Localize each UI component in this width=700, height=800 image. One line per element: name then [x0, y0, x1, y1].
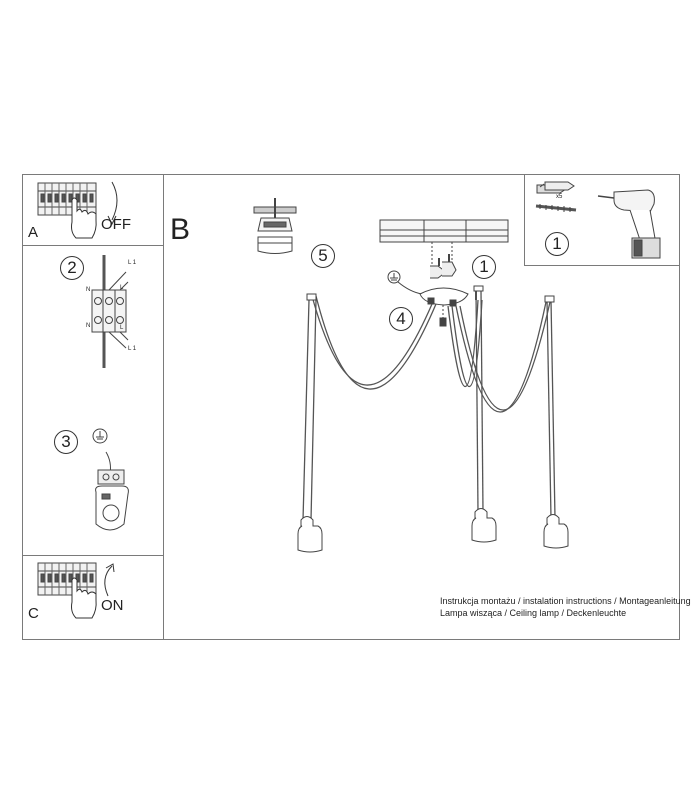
step-1-tools-badge: 1: [545, 232, 569, 256]
canopy-detail: [253, 198, 297, 254]
drill-icon: [597, 189, 661, 259]
hand-icon: [71, 197, 97, 239]
step-5-badge: 5: [311, 244, 335, 268]
wire-label-l: L: [120, 285, 124, 291]
hand-icon: [71, 577, 97, 619]
panel-a: [22, 174, 164, 246]
breaker-box-on: [37, 562, 97, 596]
wire-label-l1: L 1: [128, 260, 137, 266]
lamp-holder: [471, 508, 497, 543]
step-2-badge: 2: [60, 256, 84, 280]
ground-symbol-icon: [387, 270, 423, 295]
step-3-badge: 3: [54, 430, 78, 454]
lamp-holder: [297, 516, 323, 553]
cable-clamps: [306, 285, 555, 303]
arrow-down-icon: [111, 181, 118, 221]
wall-plugs-icon: [536, 181, 575, 194]
step-4-badge: 4: [389, 307, 413, 331]
wire-label-l: L: [120, 325, 124, 331]
left-column-divider: [163, 174, 164, 640]
section-c-label: C: [28, 605, 39, 622]
ground-connector: [92, 428, 129, 531]
bracket-screws: [430, 254, 457, 279]
step-1-badge: 1: [472, 255, 496, 279]
pendant-cables: [302, 289, 556, 521]
wire-label-l1: L 1: [128, 346, 137, 352]
instruction-title: Instrukcja montażu / instalation instruc…: [440, 596, 691, 606]
wire-label-n: N: [86, 323, 91, 329]
panel-c: [22, 555, 164, 640]
on-label: ON: [101, 597, 124, 614]
breaker-box-off: [37, 182, 97, 216]
section-a-label: A: [28, 224, 39, 241]
section-b-label: B: [170, 213, 191, 246]
off-label: OFF: [101, 216, 131, 233]
arrow-up-icon: [104, 565, 113, 597]
tools-panel: [524, 174, 680, 266]
wire-label-n: N: [86, 287, 91, 293]
lamp-holder: [543, 514, 569, 549]
main-frame: [22, 174, 680, 640]
screw-icon: [535, 204, 577, 212]
quantity-label: x5: [556, 194, 563, 200]
ceiling-rail: [379, 219, 509, 243]
product-title: Lampa wisząca / Ceiling lamp / Deckenleu…: [440, 608, 627, 618]
terminal-block: [91, 255, 129, 368]
